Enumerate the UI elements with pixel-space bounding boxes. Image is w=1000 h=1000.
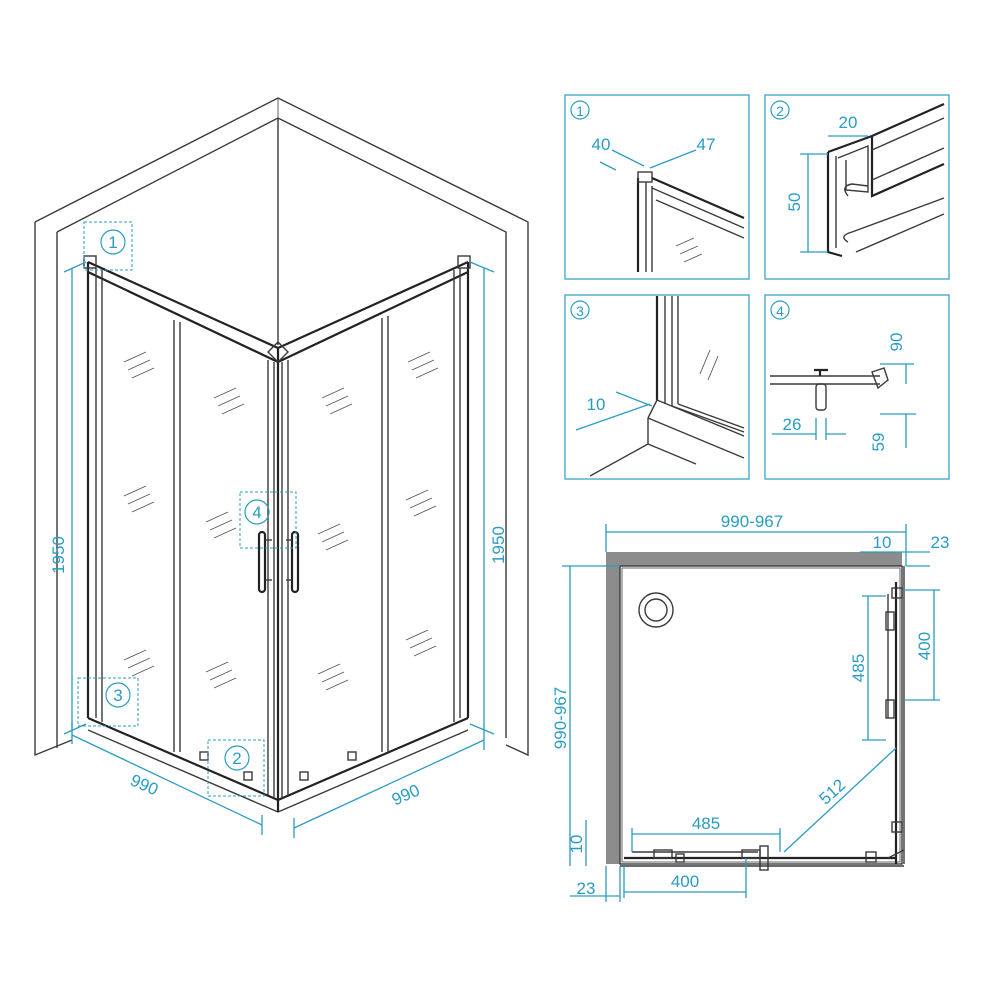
plan-dim-side: 990-967 10 23 (551, 565, 621, 902)
corner-caps (83, 255, 471, 363)
svg-text:990-967: 990-967 (551, 687, 570, 749)
svg-text:4: 4 (776, 303, 784, 319)
plan-view: 990-967 10 23 990-967 10 23 485 4 (551, 512, 949, 902)
svg-text:23: 23 (577, 879, 596, 898)
left-panel-frame (86, 260, 279, 813)
svg-text:20: 20 (839, 113, 858, 132)
dim-width-right: 990 (293, 730, 485, 838)
svg-text:40: 40 (592, 135, 611, 154)
plan-dim-door-side: 485 400 (849, 589, 940, 741)
marker-1: 1 (100, 229, 126, 255)
svg-text:1: 1 (108, 233, 117, 252)
svg-text:1950: 1950 (49, 536, 68, 574)
plan-dim-diagonal: 512 (783, 747, 897, 853)
svg-text:990: 990 (389, 781, 423, 810)
svg-text:485: 485 (692, 814, 720, 833)
detail-panel-1: 1 40 47 (564, 94, 750, 280)
svg-text:2: 2 (776, 103, 784, 119)
dim-height-right: 1950 (469, 261, 508, 735)
svg-text:50: 50 (785, 193, 804, 212)
dim-width-left: 990 (71, 722, 263, 835)
svg-text:1950: 1950 (489, 526, 508, 564)
isometric-view: 1 2 3 4 1950 1950 (34, 97, 529, 838)
svg-text:3: 3 (113, 686, 122, 705)
marker-2: 2 (224, 745, 250, 771)
svg-text:4: 4 (252, 503, 261, 522)
dim-height-left: 1950 (49, 261, 87, 735)
svg-text:10: 10 (587, 395, 606, 414)
detail-panel-3: 3 10 (564, 294, 750, 480)
detail-panel-4: 4 90 26 59 (764, 294, 950, 480)
plan-wall-top (606, 552, 902, 566)
svg-text:90: 90 (887, 333, 906, 352)
detail-box-1 (83, 221, 133, 271)
drain-icon (638, 592, 674, 628)
right-panel-frame (276, 260, 470, 813)
plan-dim-door-bottom: 485 400 (623, 814, 781, 898)
door-handles (257, 530, 300, 594)
svg-text:485: 485 (849, 654, 868, 682)
svg-text:26: 26 (783, 415, 802, 434)
svg-text:990-967: 990-967 (721, 512, 783, 531)
svg-text:59: 59 (869, 433, 888, 452)
svg-text:10: 10 (873, 533, 892, 552)
detail-box-3 (77, 677, 139, 727)
plan-dim-top: 990-967 10 23 (605, 512, 950, 567)
detail-panel-2: 2 20 50 (764, 94, 950, 280)
svg-text:2: 2 (232, 749, 241, 768)
svg-text:47: 47 (697, 135, 716, 154)
marker-3: 3 (105, 682, 131, 708)
corner-walls (34, 97, 529, 757)
svg-text:1: 1 (576, 103, 584, 119)
glass-reflections (123, 351, 439, 691)
detail-box-2 (207, 739, 265, 797)
bottom-rollers (199, 751, 357, 781)
svg-text:400: 400 (915, 632, 934, 660)
plan-wall-left (606, 552, 620, 864)
marker-4: 4 (244, 499, 270, 525)
svg-text:23: 23 (931, 533, 950, 552)
detail-box-4 (239, 491, 297, 549)
svg-text:400: 400 (671, 872, 699, 891)
svg-text:3: 3 (576, 303, 584, 319)
svg-text:10: 10 (567, 835, 586, 854)
svg-text:512: 512 (815, 775, 849, 808)
